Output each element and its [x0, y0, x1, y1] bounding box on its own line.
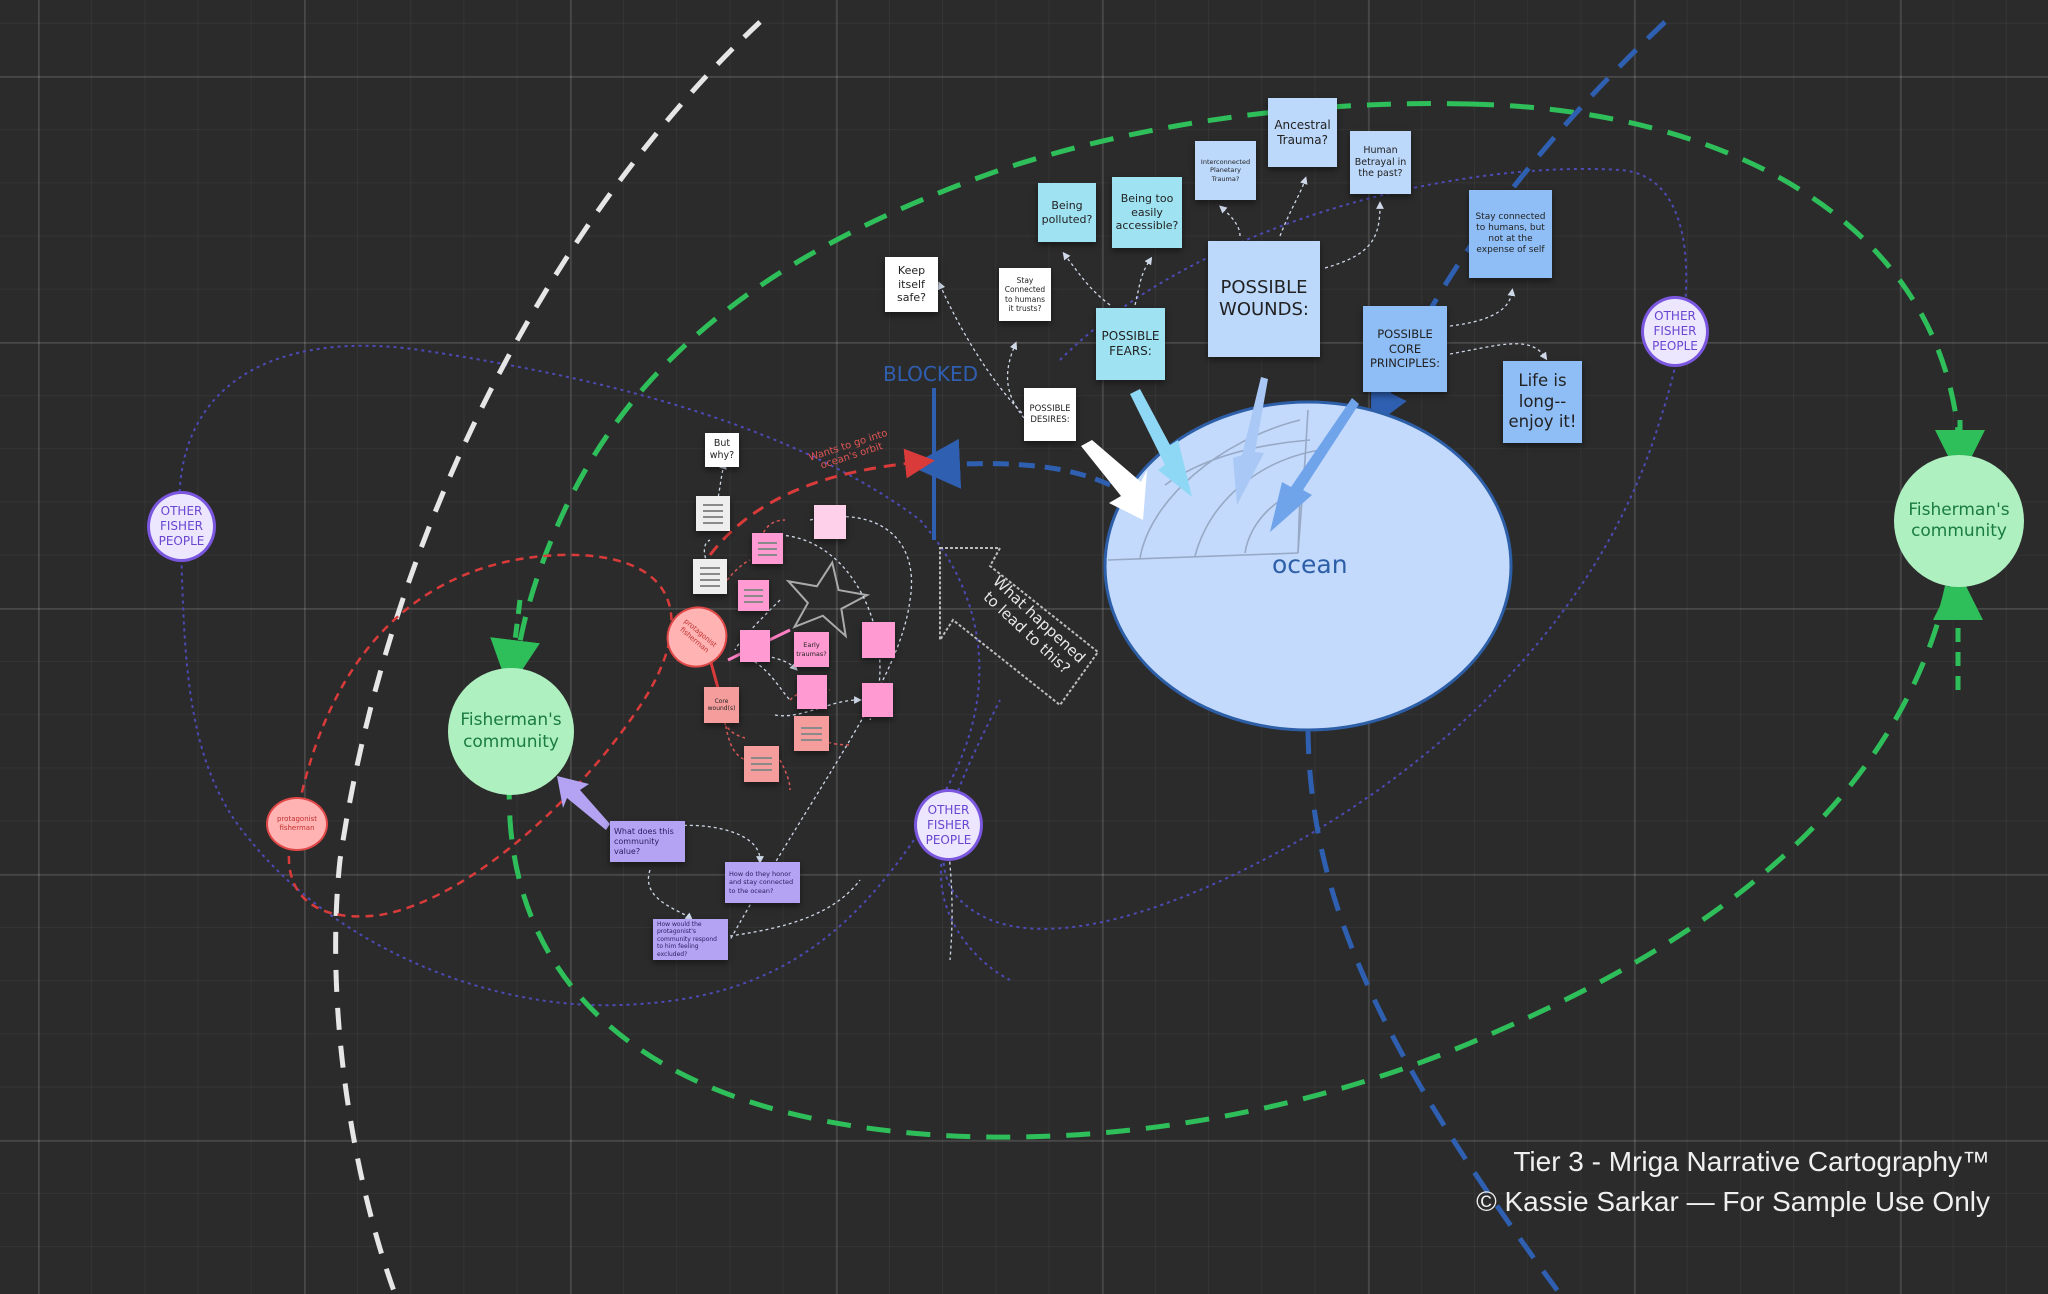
note-possible-fears[interactable]: POSSIBLE FEARS:	[1096, 308, 1165, 380]
note-lined-pink-2[interactable]	[738, 580, 769, 611]
other-fisher-people-left[interactable]: OTHER FISHER PEOPLE	[147, 491, 216, 562]
note-being-too-accessible[interactable]: Being too easily accessible?	[1112, 177, 1182, 248]
white-arrow-into-ocean	[1081, 440, 1147, 520]
note-lined-1[interactable]	[696, 496, 730, 531]
other-fisher-people-center[interactable]: OTHER FISHER PEOPLE	[914, 789, 983, 861]
note-life-is-long[interactable]: Life is long-- enjoy it!	[1503, 361, 1582, 443]
note-blank-pink-3[interactable]	[797, 675, 827, 709]
other-fisher-people-right[interactable]: OTHER FISHER PEOPLE	[1641, 296, 1709, 367]
ocean-label: ocean	[1272, 550, 1348, 579]
note-possible-core-principles[interactable]: POSSIBLE CORE PRINCIPLES:	[1363, 306, 1447, 392]
note-keep-safe[interactable]: Keep itself safe?	[885, 257, 938, 312]
note-lined-salmon-1[interactable]	[794, 716, 829, 751]
fishermans-community-right[interactable]: Fisherman's community	[1894, 455, 2024, 587]
fishermans-community-left[interactable]: Fisherman's community	[448, 668, 574, 795]
footer-title: Tier 3 - Mriga Narrative Cartography™	[1513, 1146, 1990, 1178]
note-early-traumas[interactable]: Early traumas?	[794, 632, 829, 667]
note-blank-pink-2[interactable]	[862, 622, 895, 658]
note-lined-pink-1[interactable]	[752, 533, 783, 564]
note-stay-connected-expense[interactable]: Stay connected to humans, but not at the…	[1469, 190, 1552, 278]
note-human-betrayal[interactable]: Human Betrayal in the past?	[1350, 131, 1411, 194]
footer-copyright: © Kassie Sarkar — For Sample Use Only	[1476, 1186, 1990, 1218]
note-ancestral-trauma[interactable]: Ancestral Trauma?	[1268, 98, 1337, 167]
star-shape	[781, 556, 872, 639]
blocked-label: BLOCKED	[883, 362, 978, 386]
note-community-value[interactable]: What does this community value?	[610, 821, 685, 862]
note-being-polluted[interactable]: Being polluted?	[1038, 183, 1096, 242]
note-interconnected-trauma[interactable]: Interconnected Planetary Trauma?	[1195, 141, 1256, 200]
note-lined-salmon-2[interactable]	[744, 746, 779, 782]
note-blank-light-pink[interactable]	[814, 505, 846, 539]
note-respond-excluded[interactable]: How would the protagonist's community re…	[653, 919, 728, 960]
protagonist-fisherman-node-2[interactable]: protagonist fisherman	[266, 797, 328, 851]
note-stay-connected-trusts[interactable]: Stay Connected to humans it trusts?	[999, 268, 1051, 321]
note-core-wound[interactable]: Core wound(s)	[704, 687, 739, 723]
note-blank-pink-4[interactable]	[862, 683, 893, 717]
green-arrow-to-left-community	[512, 600, 520, 665]
note-honor-connected[interactable]: How do they honor and stay connected to …	[725, 862, 800, 903]
note-possible-desires[interactable]: POSSIBLE DESIRES:	[1024, 388, 1076, 441]
note-lined-2[interactable]	[693, 559, 727, 594]
blue-arrow-to-ocean	[1380, 390, 1390, 410]
note-but-why[interactable]: But why?	[705, 433, 739, 467]
note-blank-pink-1[interactable]	[740, 630, 770, 662]
note-possible-wounds[interactable]: POSSIBLE WOUNDS:	[1208, 241, 1320, 357]
blue-dashed-arrow-left	[935, 464, 1110, 485]
lilac-arrow-to-community	[557, 776, 610, 830]
